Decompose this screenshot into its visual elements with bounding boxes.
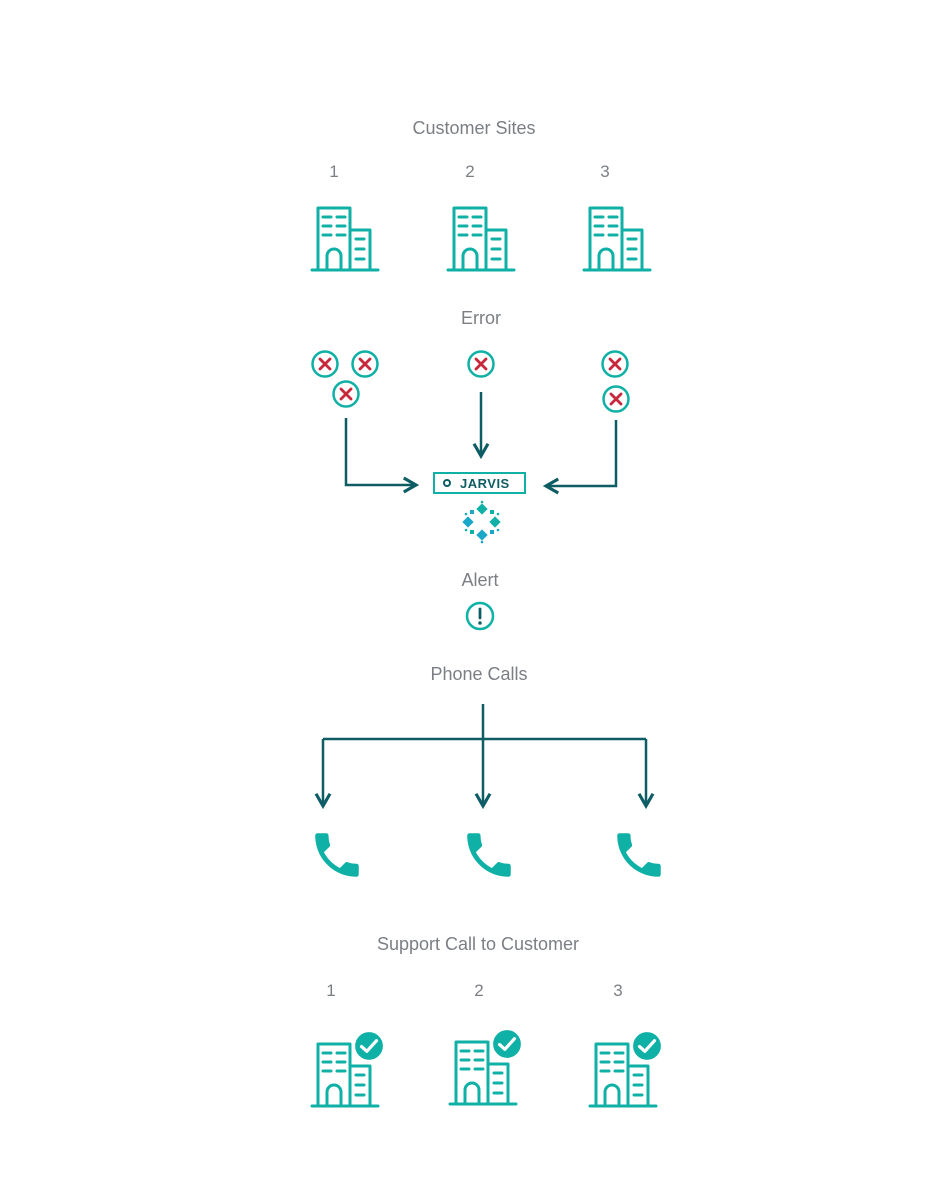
x-circle-icon: [467, 350, 495, 378]
alert-title: Alert: [461, 570, 499, 590]
support-title: Support Call to Customer: [376, 934, 580, 954]
jarvis-label: JARVIS: [460, 475, 510, 491]
jarvis-logo-icon: [462, 500, 501, 544]
jarvis-dot-icon: [443, 479, 451, 487]
building-icon: [582, 206, 652, 272]
phone-icon: [315, 833, 359, 877]
error-title: Error: [461, 308, 501, 328]
x-circle-icon: [351, 350, 379, 378]
site-number-3: 3: [600, 162, 610, 181]
x-circle-icon: [602, 385, 630, 413]
error-arrow-left: [344, 418, 420, 494]
check-circle-icon: [353, 1030, 385, 1062]
support-number-2: 2: [474, 981, 484, 1000]
support-number-3: 3: [613, 981, 623, 1000]
phone-icon: [617, 833, 661, 877]
exclamation-circle-icon: [465, 601, 495, 631]
building-icon: [446, 206, 516, 272]
check-circle-icon: [491, 1028, 523, 1060]
site-number-1: 1: [329, 162, 339, 181]
building-icon: [310, 206, 380, 272]
phone-calls-title: Phone Calls: [430, 664, 528, 684]
x-circle-icon: [601, 350, 629, 378]
x-circle-icon: [311, 350, 339, 378]
site-number-2: 2: [465, 162, 475, 181]
jarvis-box: JARVIS: [433, 472, 526, 494]
phone-icon: [467, 833, 511, 877]
x-circle-icon: [332, 380, 360, 408]
check-circle-icon: [631, 1030, 663, 1062]
customer-sites-title: Customer Sites: [412, 118, 536, 138]
support-number-1: 1: [326, 981, 336, 1000]
error-arrow-right: [542, 420, 618, 495]
